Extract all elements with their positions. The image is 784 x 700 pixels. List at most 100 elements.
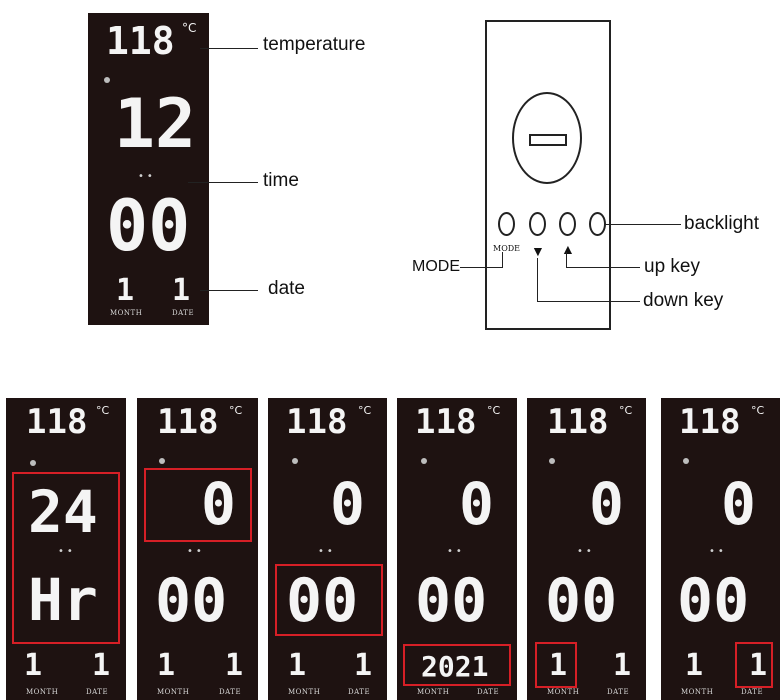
date-readout: 1: [613, 648, 632, 683]
backlight-leader-line: [605, 224, 681, 225]
highlight-box: [275, 564, 383, 636]
step-3-display: 118 °C 0 •• 00 1 1 MONTH DATE: [268, 398, 387, 700]
temperature-readout: 118: [26, 402, 88, 442]
highlight-box: [144, 468, 252, 542]
month-label: MONTH: [547, 688, 580, 696]
minute-readout: 00: [106, 185, 191, 267]
up-key-callout: up key: [644, 256, 700, 277]
pm-indicator-icon: [292, 458, 298, 464]
date-callout: date: [268, 278, 305, 299]
date-readout: 1: [92, 648, 111, 683]
date-readout: 1: [749, 648, 768, 683]
colon-dots: ••: [577, 546, 595, 557]
highlight-box: [735, 642, 773, 688]
highlight-box: [403, 644, 511, 686]
hour-readout: 12: [114, 85, 196, 164]
colon-dots: ••: [187, 546, 205, 557]
hour-readout: 0: [721, 470, 756, 538]
month-label: MONTH: [157, 688, 190, 696]
pm-indicator-icon: [159, 458, 165, 464]
minute-readout: 00: [545, 566, 618, 636]
month-label: MONTH: [110, 309, 143, 317]
colon-dots: ••: [709, 546, 727, 557]
celsius-unit: °C: [619, 404, 633, 417]
month-label: MONTH: [288, 688, 321, 696]
month-readout: 1: [685, 648, 704, 683]
step-5-display: 118 °C 0 •• 00 1 1 MONTH DATE: [527, 398, 646, 700]
battery-cover-icon: [512, 92, 582, 184]
celsius-unit: °C: [487, 404, 501, 417]
step-2-display: 118 °C 0 •• 00 1 1 MONTH DATE: [137, 398, 258, 700]
up-key-leader-horizontal: [566, 267, 640, 268]
backlight-callout: backlight: [684, 213, 759, 234]
minute-readout: 00: [415, 566, 488, 636]
battery-slot: [529, 134, 567, 146]
celsius-unit: °C: [182, 21, 197, 35]
mode-button-label: MODE: [493, 244, 521, 253]
up-key-button[interactable]: [559, 212, 576, 236]
colon-dots: ••: [58, 546, 76, 557]
temperature-readout: 118: [547, 402, 609, 442]
date-leader-line: [200, 290, 258, 291]
month-readout: 1: [288, 648, 307, 683]
celsius-unit: °C: [358, 404, 372, 417]
pm-indicator-icon: [421, 458, 427, 464]
minute-readout: 00: [286, 566, 359, 636]
temperature-readout: 118: [679, 402, 741, 442]
backlight-button[interactable]: [589, 212, 606, 236]
date-label: DATE: [219, 688, 242, 696]
mode-leader-vertical: [502, 252, 503, 268]
down-arrow-icon: ▼: [531, 243, 545, 259]
month-label: MONTH: [417, 688, 450, 696]
time-leader-line: [188, 182, 258, 183]
step-4-display: 118 °C 0 •• 00 2021 MONTH DATE: [397, 398, 517, 700]
temperature-readout: 118: [106, 19, 175, 63]
highlight-box: [535, 642, 577, 688]
date-readout: 1: [172, 273, 191, 308]
celsius-unit: °C: [229, 404, 243, 417]
pm-indicator-icon: [30, 460, 36, 466]
date-label: DATE: [348, 688, 371, 696]
mode-button[interactable]: [498, 212, 515, 236]
up-key-leader-vertical: [566, 252, 567, 268]
celsius-unit: °C: [751, 404, 765, 417]
hour-readout: 0: [459, 470, 494, 538]
step-6-display: 118 °C 0 •• 00 1 1 MONTH DATE: [661, 398, 780, 700]
temperature-callout: temperature: [263, 34, 366, 55]
month-label: MONTH: [26, 688, 59, 696]
minute-readout: 00: [677, 566, 750, 636]
date-label: DATE: [172, 309, 195, 317]
date-label: DATE: [477, 688, 500, 696]
down-key-callout: down key: [643, 290, 724, 311]
pm-indicator-icon: [549, 458, 555, 464]
down-key-leader-horizontal: [537, 301, 640, 302]
temperature-readout: 118: [286, 402, 348, 442]
minute-readout: 00: [155, 566, 228, 636]
up-arrow-icon: ▲: [561, 241, 575, 257]
pm-indicator-icon: [683, 458, 689, 464]
colon-dots: ••: [318, 546, 336, 557]
temperature-readout: 118: [157, 402, 219, 442]
month-readout: 1: [116, 273, 135, 308]
date-readout: 1: [354, 648, 373, 683]
hour-format-unit: Hr: [28, 566, 98, 634]
step-1-display: 118 °C 24 •• Hr 1 1 MONTH DATE: [6, 398, 126, 700]
hour-readout: 0: [589, 470, 624, 538]
temperature-leader-line: [200, 48, 258, 49]
highlight-box: [12, 472, 120, 644]
down-key-button[interactable]: [529, 212, 546, 236]
pm-indicator-icon: [104, 77, 110, 83]
date-label: DATE: [86, 688, 109, 696]
month-readout: 1: [157, 648, 176, 683]
colon-dots: ••: [138, 171, 156, 182]
control-panel: MODE ▼ ▲: [485, 20, 611, 330]
celsius-unit: °C: [96, 404, 110, 417]
month-label: MONTH: [681, 688, 714, 696]
month-readout: 1: [24, 648, 43, 683]
time-callout: time: [263, 170, 299, 191]
hour-readout: 0: [330, 470, 365, 538]
main-clock-display: 118 °C 12 •• 00 1 1 MONTH DATE: [88, 13, 209, 325]
date-label: DATE: [741, 688, 764, 696]
mode-callout: MODE: [412, 258, 460, 275]
mode-leader-horizontal: [460, 267, 503, 268]
